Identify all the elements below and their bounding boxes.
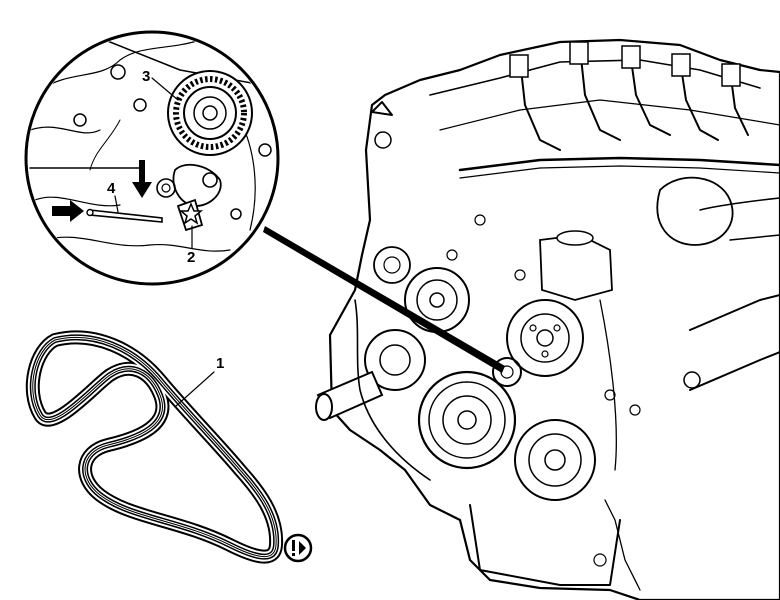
push-arrow-icon: [52, 200, 84, 222]
caution-note-icon: [283, 533, 313, 563]
engine-bolts: [446, 214, 641, 567]
tensioner-pulley: [167, 70, 253, 156]
injector-lines: [509, 41, 749, 151]
callout-2: 2: [187, 249, 195, 266]
callout-4: 4: [107, 180, 116, 197]
rotation-star-icon: [178, 202, 204, 225]
down-arrow-icon: [132, 160, 152, 198]
callout-1: 1: [216, 355, 224, 372]
callout-3: 3: [142, 68, 150, 85]
detail-magnifier: 3 4 2: [24, 30, 280, 286]
engine-drawing: [315, 38, 780, 600]
detail-leader-line: [263, 226, 505, 373]
poly-v-belt: [25, 330, 284, 564]
